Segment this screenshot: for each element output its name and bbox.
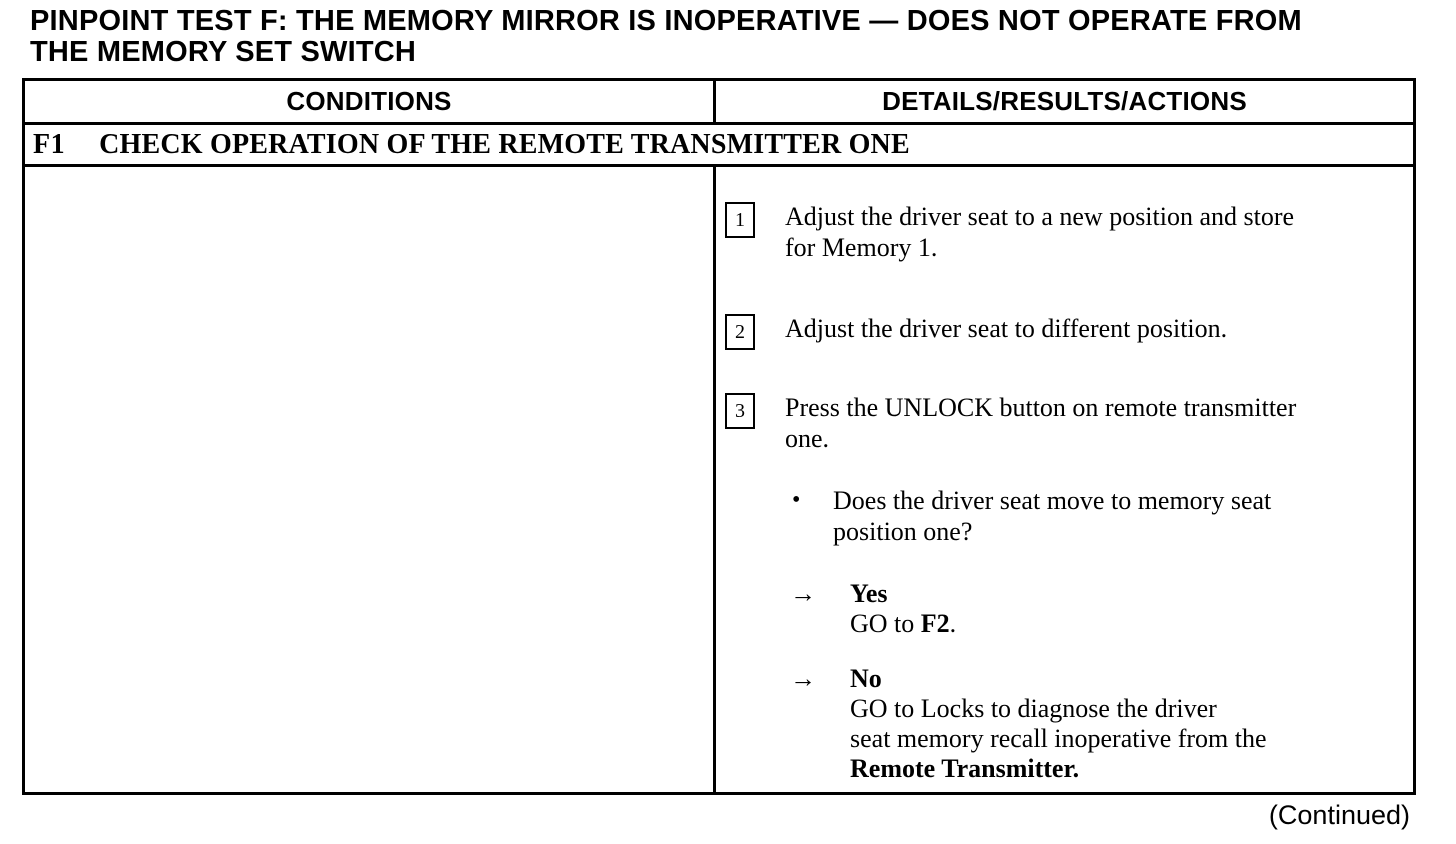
action-prefix: GO to [850,609,921,638]
result-body: Yes GO to F2. [850,579,956,639]
action-prefix: GO to Locks to diagnose the driver seat … [850,694,1267,753]
step-number: 3 [735,399,745,422]
bullet-icon: • [792,487,801,513]
result-label: Yes [850,579,888,608]
step-number-box: 3 [725,393,755,429]
step-text: Adjust the driver seat to different posi… [785,314,1228,343]
question-text: Does the driver seat move to memory seat… [833,486,1272,546]
step-text: Press the UNLOCK button on remote transm… [785,393,1297,453]
result-action: GO to F2. [850,609,956,639]
step-number-box: 1 [725,202,755,238]
table-header-row: CONDITIONS DETAILS/RESULTS/ACTIONS [25,81,1413,125]
pinpoint-test-table: CONDITIONS DETAILS/RESULTS/ACTIONS F1 CH… [22,78,1416,795]
arrow-right-icon: → [790,664,816,693]
result-row-yes: → Yes GO to F2. [790,579,1413,639]
question-row: • Does the driver seat move to memory se… [792,485,1413,547]
step-row: 2 Adjust the driver seat to different po… [725,313,1413,350]
step-number: 1 [735,208,745,231]
header-details: DETAILS/RESULTS/ACTIONS [882,86,1247,116]
conditions-cell [25,167,716,792]
action-target: F2 [920,609,950,638]
step-row: 1 Adjust the driver seat to a new positi… [725,201,1413,263]
result-action: GO to Locks to diagnose the driver seat … [850,694,1267,784]
step-number-box: 2 [725,314,755,350]
result-row-no: → No GO to Locks to diagnose the driver … [790,664,1413,784]
test-name: CHECK OPERATION OF THE REMOTE TRANSMITTE… [99,128,910,160]
table-body-row: 1 Adjust the driver seat to a new positi… [25,167,1413,792]
step-row: 3 Press the UNLOCK button on remote tran… [725,392,1413,454]
step-text: Adjust the driver seat to a new position… [785,202,1295,262]
arrow-right-icon: → [790,579,816,608]
result-label: No [850,664,882,693]
test-title-row: F1 CHECK OPERATION OF THE REMOTE TRANSMI… [25,125,1413,167]
step-number: 2 [735,320,745,343]
continued-note: (Continued) [1268,800,1410,830]
result-body: No GO to Locks to diagnose the driver se… [850,664,1267,784]
page-title: PINPOINT TEST F: THE MEMORY MIRROR IS IN… [30,5,1302,68]
action-target: Remote Transmitter. [850,754,1080,783]
test-id: F1 [33,128,66,160]
action-suffix: . [949,609,957,638]
details-cell: 1 Adjust the driver seat to a new positi… [716,167,1413,792]
header-conditions: CONDITIONS [25,81,716,122]
